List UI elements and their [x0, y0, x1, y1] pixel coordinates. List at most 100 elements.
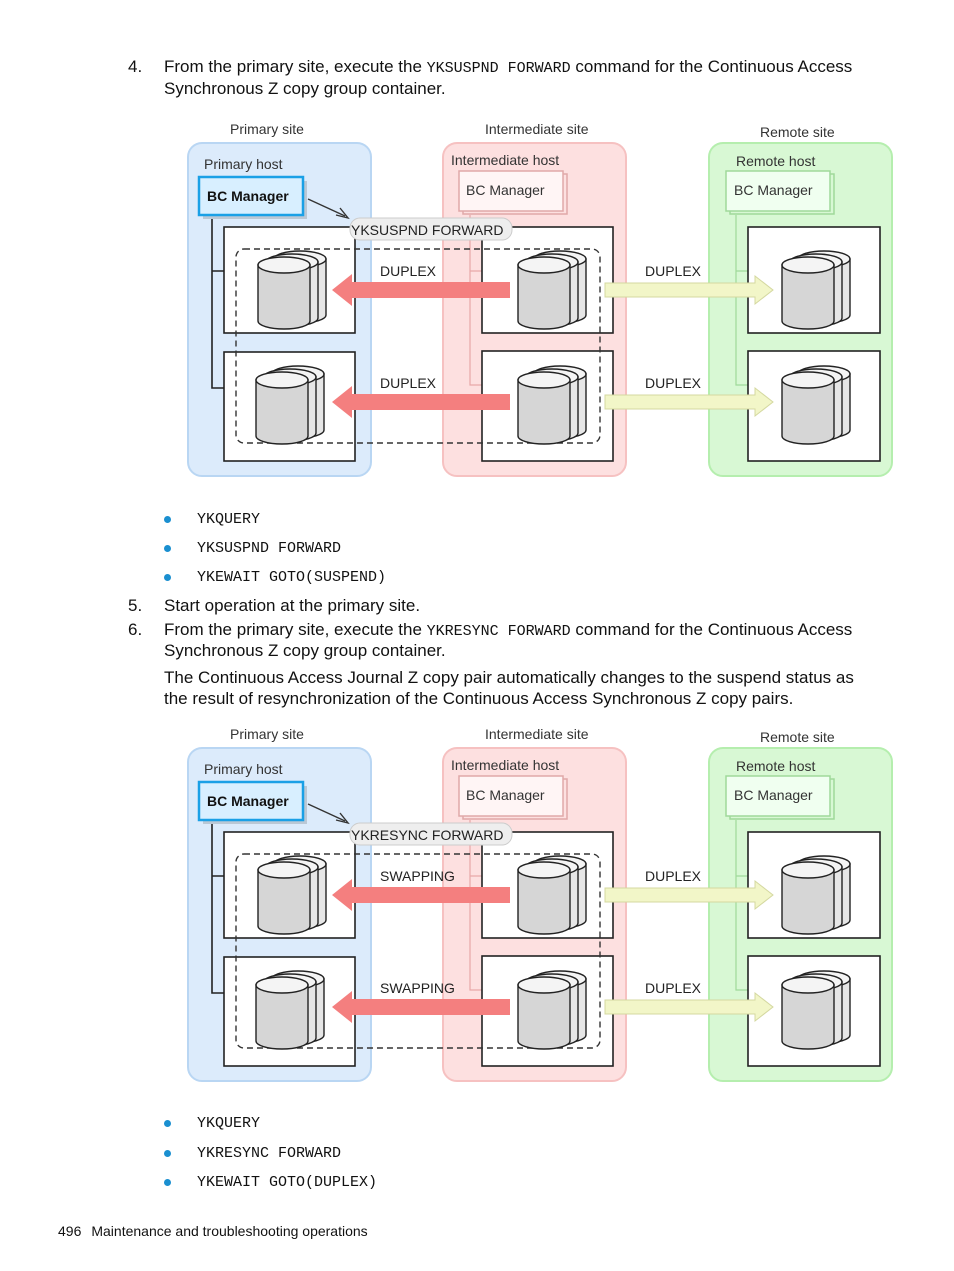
command-pill	[349, 217, 513, 241]
command-label: YKSUSPND FORWARD	[351, 222, 503, 238]
step-text: Start operation at the primary site.	[164, 596, 421, 615]
bc-manager-primary-label: BC Manager	[207, 188, 289, 204]
volume-cylinder	[255, 371, 309, 445]
primary-site-label: Primary site	[230, 121, 304, 137]
page-number: 496	[58, 1223, 82, 1239]
step-text: From the primary site, execute the YKRES…	[164, 620, 853, 640]
volume-cylinder	[257, 256, 311, 330]
list-item: YKQUERY	[164, 1113, 260, 1134]
remote-host-lines	[735, 215, 748, 386]
volume-cylinder	[781, 256, 835, 330]
step-number: 4.	[128, 57, 143, 76]
step-number: 5.	[128, 596, 143, 615]
step-number: 6.	[128, 620, 143, 639]
step-paragraph-line1: The Continuous Access Journal Z copy pai…	[164, 668, 854, 687]
cylinder-top	[517, 371, 571, 389]
intermediate-host-lines	[469, 820, 482, 991]
left-status-label: DUPLEX	[380, 263, 437, 279]
cylinder-body	[517, 264, 571, 330]
right-copy-arrow	[604, 386, 774, 418]
volume-cylinder	[781, 371, 835, 445]
diagram-2-root: Primary site Intermediate site Remote site…	[187, 726, 893, 1082]
cylinder-top	[255, 371, 309, 389]
bullet-icon	[164, 573, 171, 581]
cylinder-body	[255, 379, 309, 445]
right-status-label: DUPLEX	[645, 375, 702, 391]
cylinder-body	[781, 984, 835, 1050]
command-label: YKRESYNC FORWARD	[351, 827, 503, 843]
bc-manager-primary-box	[197, 780, 305, 822]
bc-manager-remote-box	[725, 170, 831, 212]
cylinder-body	[257, 869, 311, 935]
remote-host-lines	[735, 820, 748, 991]
volume-cylinder	[517, 976, 571, 1050]
remote-site-label: Remote site	[760, 729, 835, 745]
left-copy-arrow	[332, 274, 510, 306]
cylinder-body	[517, 379, 571, 445]
cylinder-top	[517, 861, 571, 879]
cylinder-top	[781, 256, 835, 274]
intermediate-site-label: Intermediate site	[485, 726, 589, 742]
step-paragraph-line2: the result of resynchronization of the C…	[164, 689, 794, 708]
cylinder-top	[255, 976, 309, 994]
cylinder-body	[257, 264, 311, 330]
list-item: YKQUERY	[164, 509, 260, 530]
cylinder-body	[781, 869, 835, 935]
command-arrow	[307, 198, 346, 217]
volume-cylinder	[257, 861, 311, 935]
command-arrow-head	[335, 812, 350, 825]
cylinder-body	[517, 984, 571, 1050]
volume-cylinder	[781, 976, 835, 1050]
command-inline: YKRESYNC FORWARD	[426, 623, 571, 640]
footer-title: Maintenance and troubleshooting operatio…	[91, 1223, 368, 1239]
cylinder-body	[781, 379, 835, 445]
left-copy-arrow	[332, 879, 510, 911]
bc-manager-intermediate-box	[458, 170, 564, 212]
cylinder-top	[257, 256, 311, 274]
bullet-icon	[164, 1119, 171, 1127]
left-copy-arrow	[332, 386, 510, 418]
primary-host-lines	[211, 219, 224, 389]
intermediate-site-label: Intermediate site	[485, 121, 589, 137]
intermediate-host-label: Intermediate host	[451, 757, 559, 773]
remote-host-label: Remote host	[736, 153, 815, 169]
intermediate-host-lines	[469, 215, 482, 386]
bc-manager-remote-label: BC Manager	[734, 787, 813, 803]
bc-manager-remote-label: BC Manager	[734, 182, 813, 198]
bullet-icon	[164, 1178, 171, 1186]
command-inline: YKSUSPND FORWARD	[426, 60, 571, 77]
left-status-label: DUPLEX	[380, 375, 437, 391]
volume-cylinder	[517, 861, 571, 935]
cylinder-body	[255, 984, 309, 1050]
cylinder-top	[517, 256, 571, 274]
copy-group-container	[235, 248, 601, 444]
primary-host-label: Primary host	[204, 156, 283, 172]
left-status-label: SWAPPING	[380, 980, 455, 996]
primary-site-label: Primary site	[230, 726, 304, 742]
right-copy-arrow	[604, 991, 774, 1023]
volume-cylinder	[517, 371, 571, 445]
volume-cylinder	[781, 861, 835, 935]
bc-manager-intermediate-label: BC Manager	[466, 787, 545, 803]
cylinder-top	[257, 861, 311, 879]
bc-manager-primary-label: BC Manager	[207, 793, 289, 809]
right-status-label: DUPLEX	[645, 263, 702, 279]
primary-host-label: Primary host	[204, 761, 283, 777]
volume-cylinder	[255, 976, 309, 1050]
step-text-line2: Synchronous Z copy group container.	[164, 641, 446, 660]
left-copy-arrow	[332, 991, 510, 1023]
cylinder-top	[517, 976, 571, 994]
copy-group-container	[235, 853, 601, 1049]
bullet-icon	[164, 1149, 171, 1157]
list-item: YKSUSPND FORWARD	[164, 538, 341, 559]
list-item: YKEWAIT GOTO(DUPLEX)	[164, 1172, 377, 1193]
right-copy-arrow	[604, 879, 774, 911]
cylinder-body	[517, 869, 571, 935]
bc-manager-remote-box	[725, 775, 831, 817]
cylinder-body	[781, 264, 835, 330]
volume-cylinder	[517, 256, 571, 330]
right-copy-arrow	[604, 274, 774, 306]
left-status-label: SWAPPING	[380, 868, 455, 884]
